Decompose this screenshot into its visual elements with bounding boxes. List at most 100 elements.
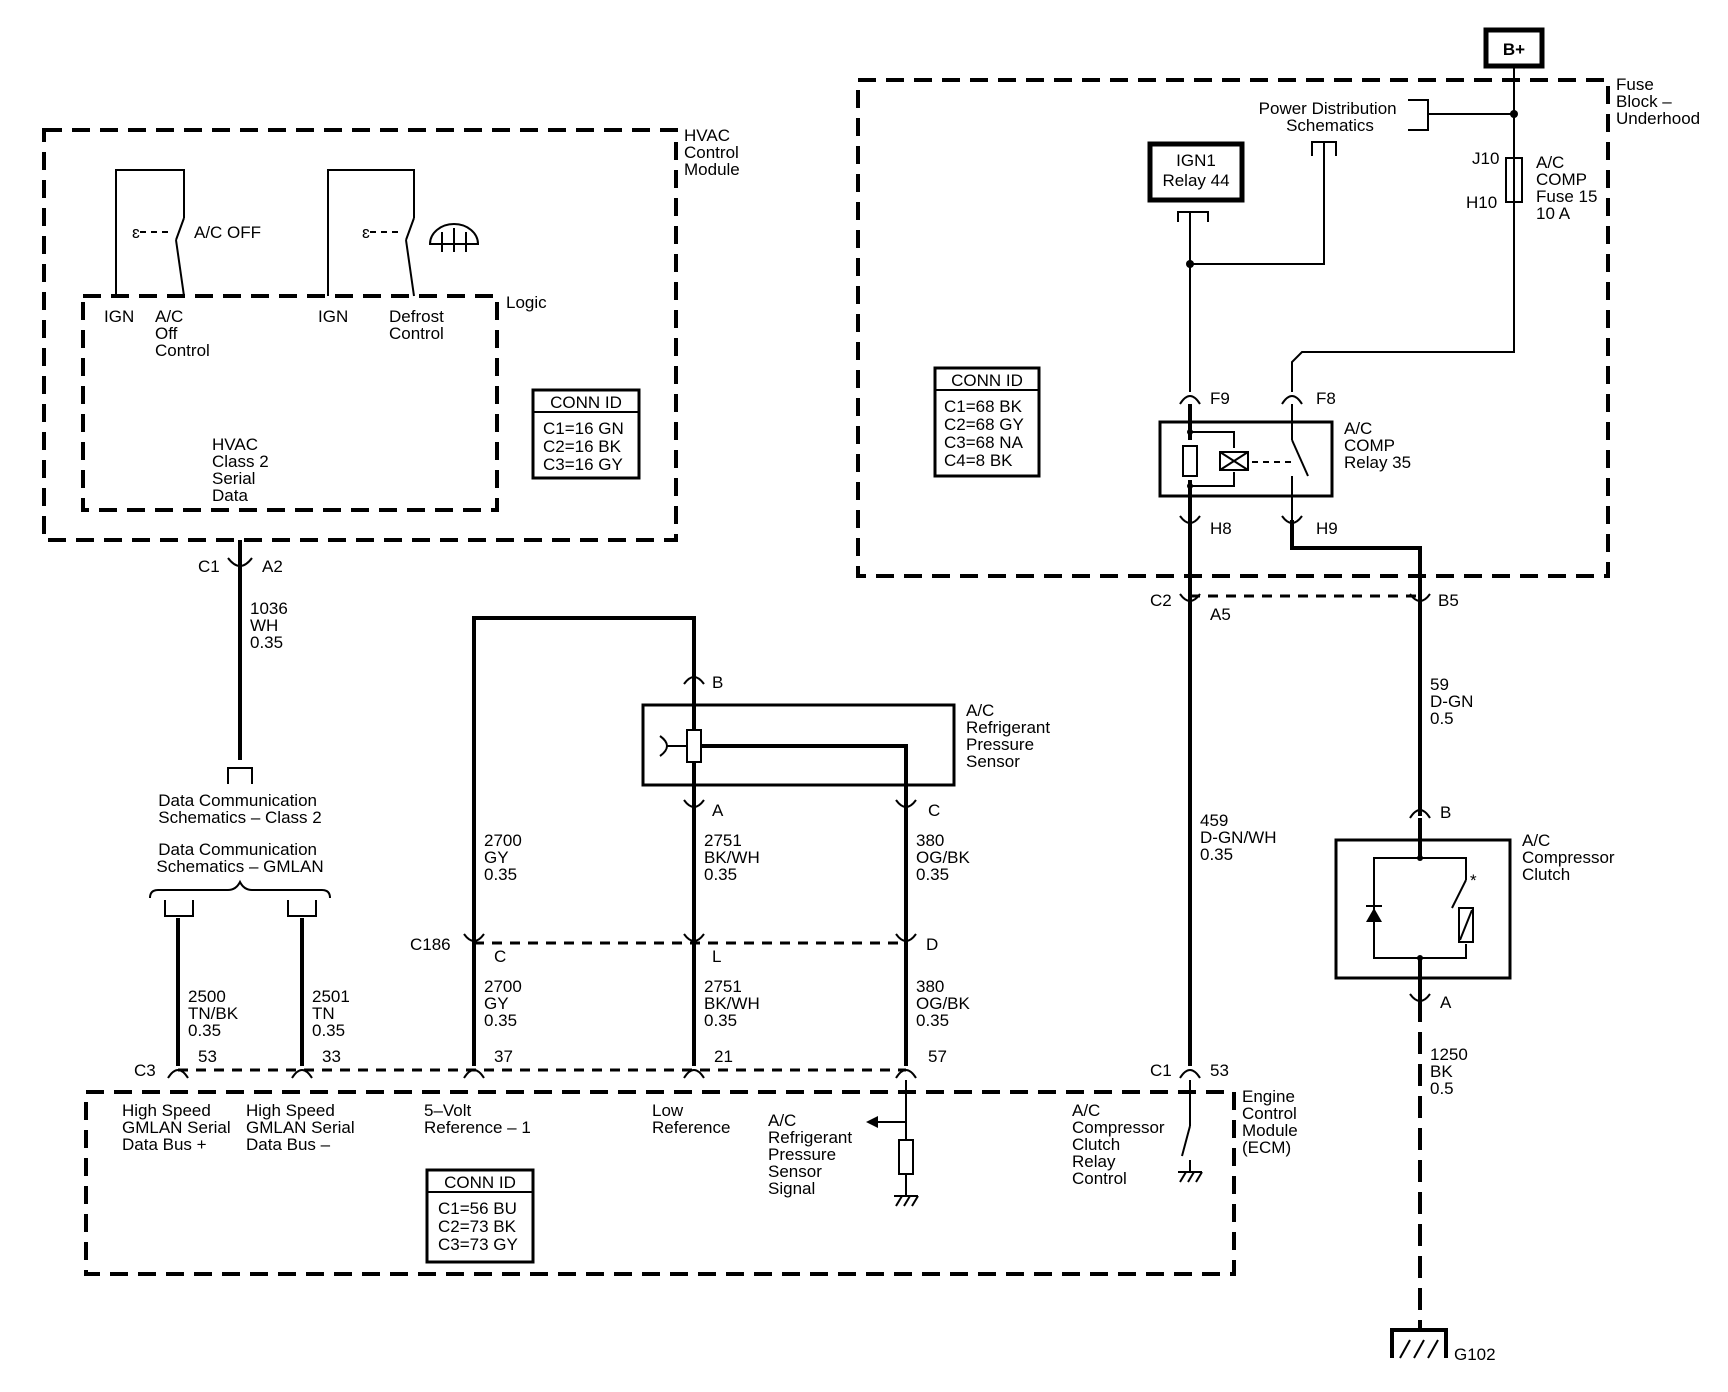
defrost-control-label: Defrost Control [389, 307, 449, 343]
logic-label: Logic [506, 293, 547, 312]
ac-off-switch-lower [175, 239, 185, 297]
hvac-module-outline [42, 128, 678, 542]
svg-text:F8: F8 [1316, 389, 1336, 408]
fuse-block-c2-connector: C2 A5 B5 [1150, 591, 1459, 624]
svg-text:C3=68 NA: C3=68 NA [944, 433, 1024, 452]
defrost-switch-lines [327, 169, 415, 296]
sensor-pin-c: C [895, 799, 940, 820]
ecm-c3-connector: C3 53 33 37 21 57 [134, 1047, 947, 1080]
gmlan-brace [149, 879, 331, 899]
fuse-block-underhood: Fuse Block – Underhood [856, 75, 1700, 578]
ground-g102-label: G102 [1454, 1345, 1496, 1364]
five-volt-reference-label: 5–Volt Reference – 1 [424, 1101, 531, 1137]
ac-off-label: A/C OFF [194, 223, 261, 242]
svg-text:C2: C2 [1150, 591, 1172, 610]
wire-1250-label: 1250 BK 0.5 [1430, 1045, 1473, 1098]
fuse-block-outline [856, 78, 1610, 578]
defrost-icon [428, 223, 480, 252]
svg-text:CONN ID: CONN ID [550, 393, 622, 412]
svg-text:B: B [1440, 803, 1451, 822]
svg-text:CONN ID: CONN ID [951, 371, 1023, 390]
wire-459-label: 459 D-GN/WH 0.35 [1200, 811, 1281, 864]
compressor-pin-a: A [1409, 993, 1452, 1012]
power-dist-bracket [1408, 99, 1429, 131]
hvac-control-module: HVAC Control Module Logic ɛ A/C OFF ɛ IG… [42, 126, 740, 542]
ac-comp-relay-35 [1158, 404, 1334, 520]
wire-2700-lower-label: 2700 GY 0.35 [484, 977, 527, 1030]
svg-text:H8: H8 [1210, 519, 1232, 538]
wire-380-upper-label: 380 OG/BK 0.35 [916, 831, 975, 884]
defrost-switch-blade [405, 217, 415, 241]
svg-text:H10: H10 [1466, 193, 1497, 212]
svg-text:B+: B+ [1503, 40, 1525, 59]
class2-terminal [227, 767, 253, 784]
ign1-splice [1186, 260, 1194, 268]
relay-35-pins-top: F9 F8 [1179, 389, 1336, 408]
svg-text:57: 57 [928, 1047, 947, 1066]
svg-text:Relay 44: Relay 44 [1162, 171, 1229, 190]
svg-text:L: L [712, 947, 721, 966]
wire-2500-label: 2500 TN/BK 0.35 [188, 987, 243, 1040]
svg-text:53: 53 [1210, 1061, 1229, 1080]
fuse-block-title: Fuse Block – Underhood [1616, 75, 1700, 128]
clutch-relay-control-switch [1178, 1080, 1203, 1183]
defrost-switch-lower [405, 239, 415, 297]
wire-1036-label: 1036 WH 0.35 [250, 599, 293, 652]
svg-text:A: A [1440, 993, 1452, 1012]
svg-text:C: C [928, 801, 940, 820]
pressure-sensor-label: A/C Refrigerant Pressure Sensor [966, 701, 1055, 771]
ign-label-1: IGN [104, 307, 134, 326]
ign1-relay-box: IGN1 Relay 44 [1147, 141, 1245, 222]
compressor-pin-b: B [1409, 803, 1451, 822]
wire-2751-upper-label: 2751 BK/WH 0.35 [704, 831, 764, 884]
serial-data-label: HVAC Class 2 Serial Data [212, 435, 273, 505]
svg-text:C3: C3 [134, 1061, 156, 1080]
svg-text:*: * [1470, 871, 1477, 890]
sensor-signal-circuit [866, 1080, 919, 1207]
sensor-signal-label: A/C Refrigerant Pressure Sensor Signal [768, 1111, 857, 1198]
svg-text:F9: F9 [1210, 389, 1230, 408]
ecm-conn-id-box: CONN ID C1=56 BU C2=73 BK C3=73 GY [425, 1168, 535, 1264]
svg-text:B: B [712, 673, 723, 692]
hs-gmlan-minus-label: High Speed GMLAN Serial Data Bus – [246, 1101, 359, 1154]
ac-off-pushbutton-icon: ɛ [132, 223, 140, 242]
relay-35-pins-bottom: H8 H9 [1179, 515, 1338, 538]
hvac-conn-id-box: CONN ID C1=16 GN C2=16 BK C3=16 GY [531, 388, 641, 480]
svg-text:C2=16 BK: C2=16 BK [543, 437, 622, 456]
fuse-block-conn-id-box: CONN ID C1=68 BK C2=68 GY C3=68 NA C4=8 … [933, 366, 1041, 478]
svg-text:H9: H9 [1316, 519, 1338, 538]
ign-label-2: IGN [318, 307, 348, 326]
svg-text:C1=56 BU: C1=56 BU [438, 1199, 517, 1218]
bplus-terminal: B+ [1483, 27, 1545, 69]
ground-g102-icon: G102 [1390, 1328, 1496, 1364]
svg-text:33: 33 [322, 1047, 341, 1066]
svg-text:C186: C186 [410, 935, 451, 954]
wire-59-label: 59 D-GN 0.5 [1430, 675, 1478, 728]
gmlan-terminal-1 [164, 900, 194, 917]
data-comm-class2-label: Data Communication Schematics – Class 2 [158, 791, 321, 827]
low-reference-label: Low Reference [652, 1101, 730, 1137]
svg-text:C2=68 GY: C2=68 GY [944, 415, 1024, 434]
ecm-c1-connector: C1 53 [1150, 1061, 1229, 1080]
gmlan-terminal-2 [287, 900, 317, 917]
svg-text:D: D [926, 935, 938, 954]
fuse-15: J10 H10 A/C COMP Fuse 15 10 A [1466, 149, 1597, 223]
ac-off-switch-blade [175, 217, 185, 241]
svg-text:C1: C1 [198, 557, 220, 576]
svg-text:IGN1: IGN1 [1176, 151, 1216, 170]
ac-compressor-clutch: * [1334, 818, 1512, 980]
ecm-title: Engine Control Module (ECM) [1242, 1087, 1303, 1157]
engine-control-module: Engine Control Module (ECM) [84, 1087, 1303, 1276]
svg-text:A5: A5 [1210, 605, 1231, 624]
hs-gmlan-plus-label: High Speed GMLAN Serial Data Bus + [122, 1101, 235, 1154]
svg-text:C2=73 BK: C2=73 BK [438, 1217, 517, 1236]
sensor-pin-a: A [683, 799, 724, 820]
ac-off-switch-lines [115, 169, 185, 296]
svg-text:37: 37 [494, 1047, 513, 1066]
wire-2700-upper [472, 616, 696, 946]
svg-text:C1: C1 [1150, 1061, 1172, 1080]
relay-h9-wire [1290, 520, 1422, 596]
logic-block-outline [81, 294, 499, 512]
svg-text:J10: J10 [1472, 149, 1499, 168]
